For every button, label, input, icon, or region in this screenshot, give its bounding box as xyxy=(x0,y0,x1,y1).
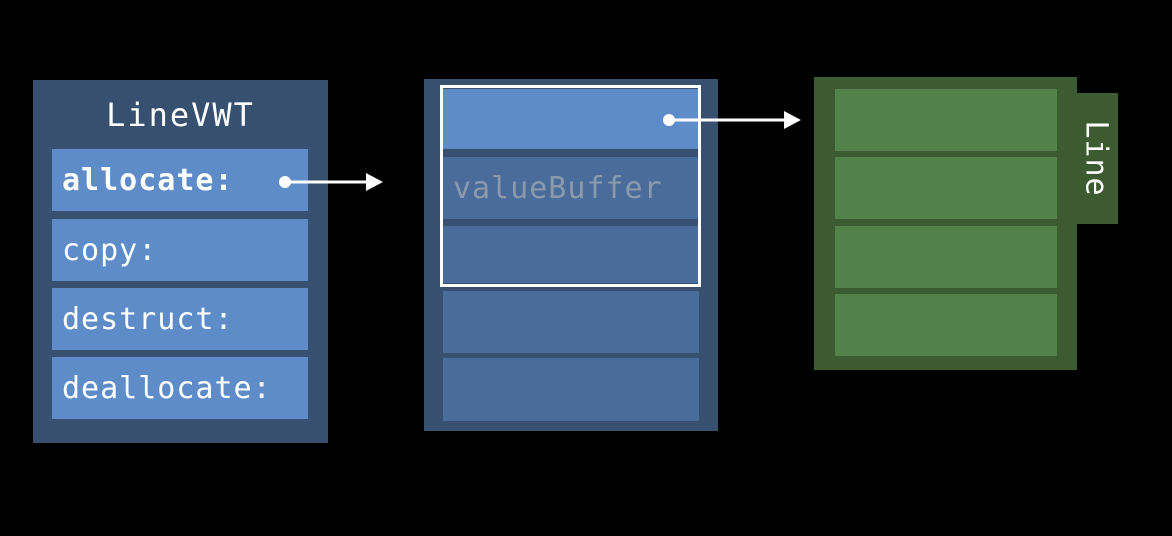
buffer-slot xyxy=(443,226,699,283)
vwt-slot-deallocate-label: deallocate: xyxy=(62,370,272,406)
vwt-title: LineVWT xyxy=(106,96,255,134)
vwt-slot-allocate-label: allocate: xyxy=(62,162,234,198)
line-type-tab-label: Line xyxy=(1079,120,1114,197)
line-type-tab: Line xyxy=(1075,93,1118,224)
line-slot xyxy=(835,157,1057,219)
buffer-object-box: valueBuffer xyxy=(424,79,718,431)
buffer-slot-valuebuffer-label: valueBuffer xyxy=(453,170,663,206)
vwt-slot-destruct-label: destruct: xyxy=(62,301,234,337)
vwt-slot-copy-label: copy: xyxy=(62,232,158,268)
line-slot xyxy=(835,226,1057,288)
buffer-slot xyxy=(443,358,699,421)
vwt-slot-destruct: destruct: xyxy=(52,288,308,350)
vwt-slot-allocate: allocate: xyxy=(52,149,308,211)
line-slot xyxy=(835,89,1057,151)
line-instance-box xyxy=(814,77,1077,370)
vwt-slot-copy: copy: xyxy=(52,219,308,281)
vwt-table-box: LineVWT allocate: copy: destruct: deallo… xyxy=(33,80,328,443)
buffer-slot xyxy=(443,291,699,353)
buffer-slot-pointer xyxy=(443,89,699,149)
vwt-slot-deallocate: deallocate: xyxy=(52,357,308,419)
buffer-slot-valuebuffer: valueBuffer xyxy=(443,157,699,219)
line-slot xyxy=(835,294,1057,356)
